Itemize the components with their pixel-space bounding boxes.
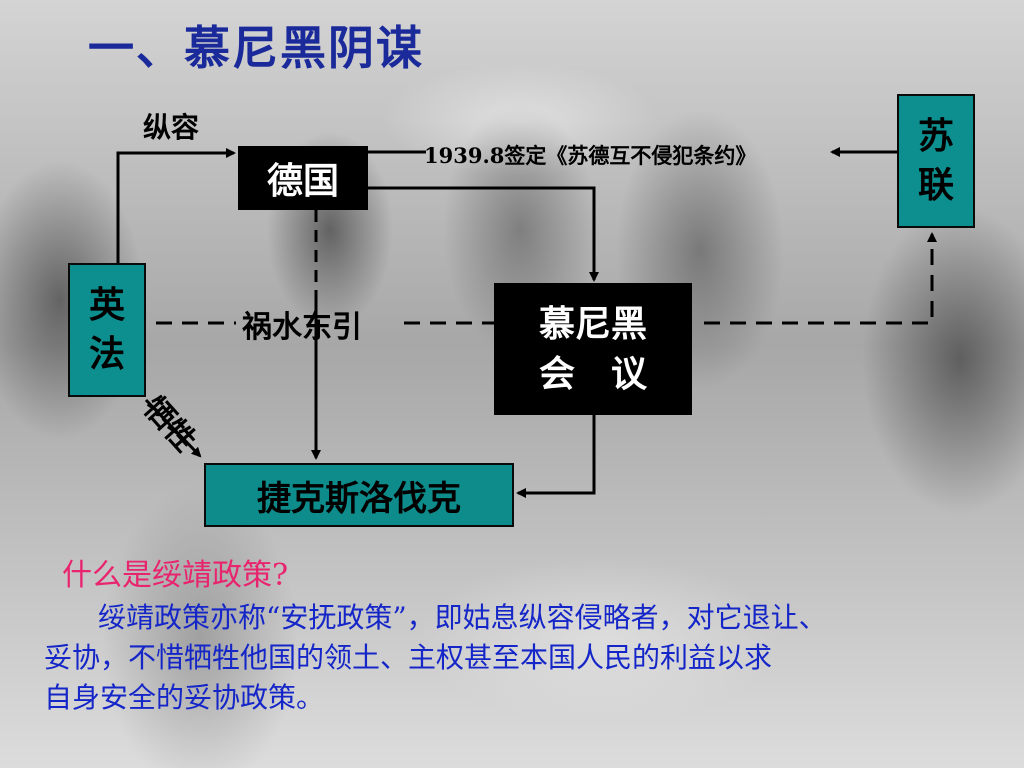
slide-title: 一、慕尼黑阴谋: [88, 21, 424, 75]
node-munich-line2: 会 议: [538, 353, 647, 395]
node-soviet-line2: 联: [917, 164, 954, 206]
arrow-munich-to-czech: [516, 415, 596, 498]
node-czechoslovakia: 捷克斯洛伐克: [204, 463, 514, 527]
node-britain-france: 英 法: [68, 263, 146, 397]
node-munich-line1: 慕尼黑: [538, 302, 647, 345]
label-divert-east: 祸水东引: [242, 310, 362, 345]
node-soviet-line1: 苏: [917, 115, 954, 158]
node-munich-conference: 慕尼黑 会 议: [494, 283, 692, 415]
question-text: 什么是绥靖政策?: [62, 558, 289, 593]
node-germany-label: 德国: [266, 160, 339, 202]
definition-paragraph: 绥靖政策亦称“安抚政策”，即姑息纵容侵略者，对它退让、 妥协，不惜牺牲他国的领土…: [44, 598, 1019, 718]
node-soviet-union: 苏 联: [897, 94, 975, 228]
node-britain-france-line1: 英: [88, 284, 125, 327]
arrow-germany-to-munich: [368, 186, 599, 282]
arrow-britain-to-germany: [116, 148, 236, 263]
label-pact: 1939.8签定《苏德互不侵犯条约》: [424, 143, 757, 168]
node-britain-france-line2: 法: [88, 333, 125, 375]
arrow-britain-to-czech: [144, 398, 202, 458]
label-connive: 纵容: [143, 111, 200, 144]
node-czechoslovakia-label: 捷克斯洛伐克: [257, 478, 461, 519]
definition-line-3: 自身安全的妥协政策。: [44, 681, 325, 714]
node-germany: 德国: [238, 146, 368, 210]
definition-line-1: 绥靖政策亦称“安抚政策”，即姑息纵容侵略者，对它退让、: [98, 601, 827, 634]
dashed-munich-to-soviet: [704, 232, 937, 325]
definition-line-2: 妥协，不惜牺牲他国的领土、主权甚至本国人民的利益以求: [44, 641, 773, 674]
